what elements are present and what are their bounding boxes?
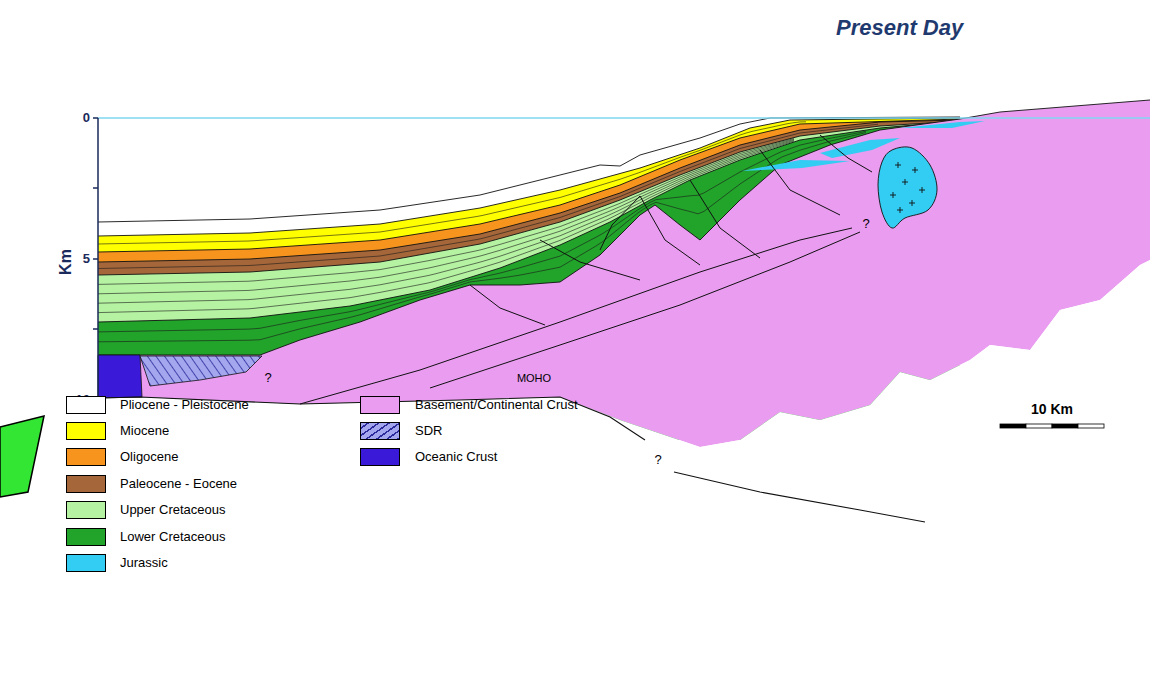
fault-line xyxy=(640,196,700,265)
edge-shape xyxy=(0,416,44,497)
mantle-ground xyxy=(98,260,1152,693)
fault-line xyxy=(600,196,640,250)
legend-swatch xyxy=(360,448,400,466)
jurassic-lens xyxy=(900,121,985,128)
legend-swatch xyxy=(66,448,106,466)
scale-bar xyxy=(1000,424,1104,428)
moho-line xyxy=(674,472,925,522)
legend-label: Jurassic xyxy=(120,555,168,570)
moho-line xyxy=(98,397,645,440)
legend-label: Lower Cretaceous xyxy=(120,529,226,544)
moho-label: MOHO xyxy=(517,372,551,384)
query-mark: ? xyxy=(264,371,271,385)
axis-label: Km xyxy=(57,249,75,275)
legend-swatch xyxy=(66,501,106,519)
fault-line xyxy=(470,285,545,325)
legend-swatch xyxy=(66,422,106,440)
legend-swatch xyxy=(66,528,106,546)
oceanic-crust xyxy=(98,355,142,398)
depth-axis xyxy=(93,118,98,400)
jurassic-lens xyxy=(742,160,850,171)
fault-line xyxy=(300,228,852,404)
legend-swatch xyxy=(66,396,106,414)
query-mark: ? xyxy=(862,217,869,231)
fault-line xyxy=(690,180,760,258)
legend-swatch xyxy=(66,475,106,493)
horizon-line xyxy=(98,122,806,244)
scale-label: 10 Km xyxy=(1031,402,1073,417)
sdr-wedge xyxy=(140,356,262,386)
query-mark: ? xyxy=(654,453,661,467)
fault-line xyxy=(430,232,860,388)
depth-tick: 0 xyxy=(83,111,90,125)
sea-level xyxy=(98,117,1150,119)
legend-swatch xyxy=(66,554,106,572)
legend-label: Miocene xyxy=(120,423,169,438)
legend-label: Paleocene - Eocene xyxy=(120,476,237,491)
pluton xyxy=(878,147,937,228)
hatch-swatch xyxy=(360,422,400,440)
granite-marks xyxy=(890,162,925,213)
legend-label: Basement/Continental Crust xyxy=(415,397,578,412)
depth-tick: 5 xyxy=(83,252,90,266)
basement-top xyxy=(98,100,1150,355)
legend-label: Upper Cretaceous xyxy=(120,502,226,517)
fault-line xyxy=(540,240,640,280)
fault-line xyxy=(820,135,872,172)
legend-label: Oligocene xyxy=(120,449,179,464)
legend-label: Pliocene - Pleistocene xyxy=(120,397,249,412)
title: Present Day xyxy=(836,16,963,40)
legend-label: SDR xyxy=(415,423,442,438)
legend-swatch xyxy=(360,396,400,414)
legend-label: Oceanic Crust xyxy=(415,449,497,464)
fault-line xyxy=(760,150,840,215)
